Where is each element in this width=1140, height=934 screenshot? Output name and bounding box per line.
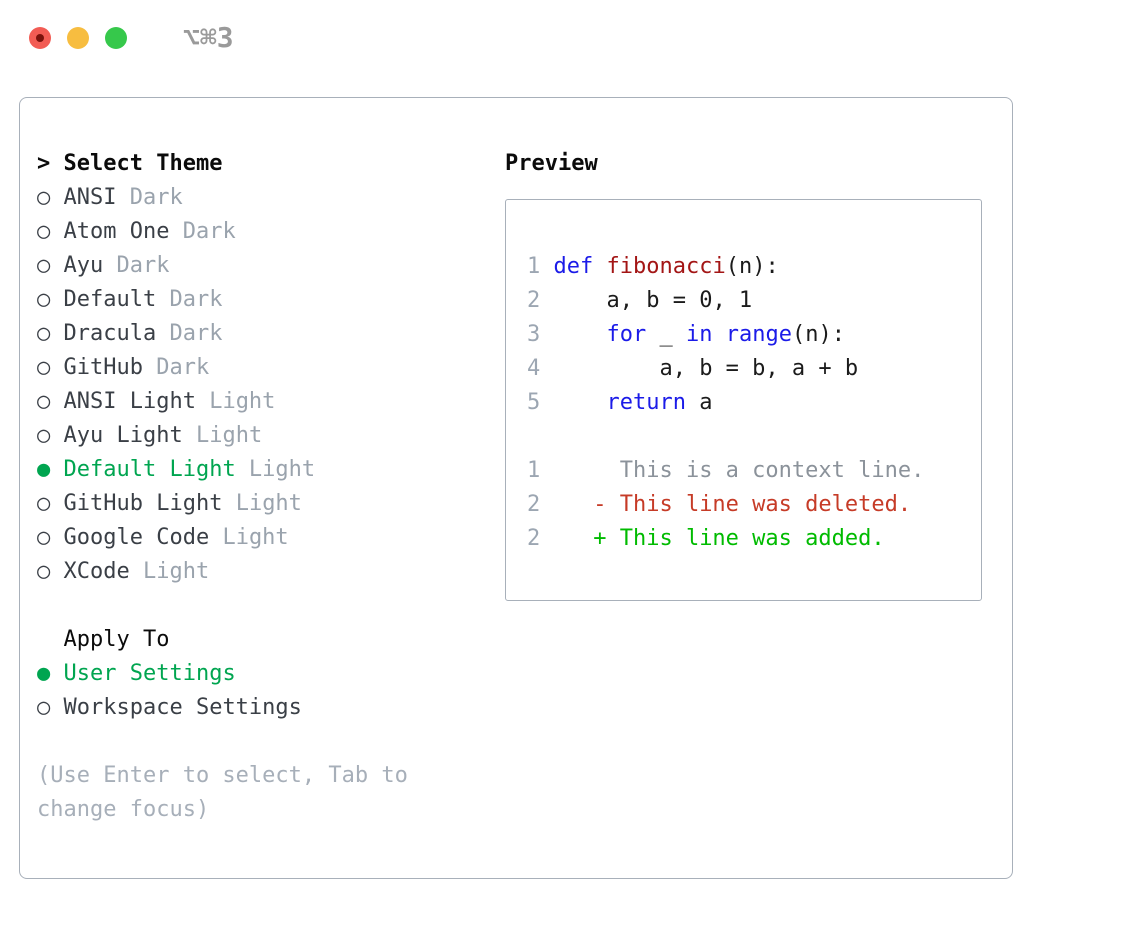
theme-item-ansi[interactable]: ○ ANSI Dark bbox=[37, 181, 441, 215]
preview-box: 1 def fibonacci(n): 2 a, b = 0, 1 3 for _ … bbox=[505, 199, 982, 601]
theme-item-label: Dracula bbox=[63, 321, 157, 346]
theme-item-label: Atom One bbox=[63, 219, 170, 244]
preview-header: Preview bbox=[505, 151, 598, 176]
apply-option-label: User Settings bbox=[63, 661, 236, 686]
theme-item-label: GitHub bbox=[63, 355, 143, 380]
radio-icon: ○ bbox=[37, 525, 64, 550]
theme-list: ○ ANSI Dark○ Atom One Dark○ Ayu Dark○ De… bbox=[37, 181, 441, 589]
help-text: (Use Enter to select, Tab to change focu… bbox=[37, 763, 408, 822]
radio-icon: ○ bbox=[37, 355, 64, 380]
theme-item-label: XCode bbox=[63, 559, 130, 584]
diff-line-context: 1 This is a context line. bbox=[527, 458, 925, 483]
theme-variant-tag: Dark bbox=[156, 321, 223, 346]
theme-variant-tag: Dark bbox=[169, 219, 236, 244]
radio-icon: ○ bbox=[37, 287, 64, 312]
apply-option-workspace-settings[interactable]: ○ Workspace Settings bbox=[37, 691, 441, 725]
theme-item-github[interactable]: ○ GitHub Dark bbox=[37, 351, 441, 385]
preview-column: Preview 1 def fibonacci(n): 2 a, b = 0, 1… bbox=[505, 147, 982, 601]
radio-icon: ○ bbox=[37, 321, 64, 346]
theme-item-label: Ayu Light bbox=[63, 423, 183, 448]
radio-icon: ○ bbox=[37, 185, 64, 210]
theme-variant-tag: Light bbox=[235, 457, 316, 482]
radio-icon: ○ bbox=[37, 253, 64, 278]
theme-item-label: Default bbox=[63, 287, 157, 312]
theme-item-github-light[interactable]: ○ GitHub Light Light bbox=[37, 487, 441, 521]
radio-icon: ○ bbox=[37, 389, 64, 414]
theme-item-atom-one[interactable]: ○ Atom One Dark bbox=[37, 215, 441, 249]
theme-item-google-code[interactable]: ○ Google Code Light bbox=[37, 521, 441, 555]
apply-to-header: Apply To bbox=[37, 627, 170, 652]
theme-variant-tag: Light bbox=[195, 389, 276, 414]
blank-line bbox=[527, 420, 981, 454]
theme-item-label: ANSI bbox=[63, 185, 117, 210]
radio-icon: ○ bbox=[37, 695, 64, 720]
select-theme-header: > Select Theme bbox=[37, 147, 441, 181]
theme-item-xcode[interactable]: ○ XCode Light bbox=[37, 555, 441, 589]
window-title-shortcut: ⌥⌘3 bbox=[183, 21, 234, 54]
theme-item-default[interactable]: ○ Default Dark bbox=[37, 283, 441, 317]
code-line: 4 a, b = b, a + b bbox=[527, 356, 859, 381]
theme-variant-tag: Light bbox=[129, 559, 210, 584]
apply-to-list: ● User Settings○ Workspace Settings bbox=[37, 657, 441, 725]
theme-variant-tag: Light bbox=[222, 491, 302, 516]
radio-icon: ○ bbox=[37, 423, 64, 448]
diff-line-deleted: 2 - This line was deleted. bbox=[527, 492, 912, 517]
radio-selected-icon: ● bbox=[37, 457, 64, 482]
apply-option-label: Workspace Settings bbox=[63, 695, 302, 720]
theme-item-label: ANSI Light bbox=[63, 389, 196, 414]
theme-item-default-light[interactable]: ● Default Light Light bbox=[37, 453, 441, 487]
radio-selected-icon: ● bbox=[37, 661, 64, 686]
theme-item-ayu[interactable]: ○ Ayu Dark bbox=[37, 249, 441, 283]
diff-line-added: 2 + This line was added. bbox=[527, 526, 885, 551]
zoom-button[interactable] bbox=[105, 27, 127, 49]
apply-option-user-settings[interactable]: ● User Settings bbox=[37, 657, 441, 691]
theme-variant-tag: Light bbox=[182, 423, 263, 448]
theme-variant-tag: Dark bbox=[103, 253, 170, 278]
code-line: 1 def fibonacci(n): bbox=[527, 254, 779, 279]
spacer bbox=[37, 589, 441, 623]
code-line: 3 for _ in range(n): bbox=[527, 322, 845, 347]
titlebar: ⌥⌘3 bbox=[29, 21, 234, 54]
theme-variant-tag: Dark bbox=[156, 287, 223, 312]
theme-item-dracula[interactable]: ○ Dracula Dark bbox=[37, 317, 441, 351]
code-line: 5 return a bbox=[527, 390, 713, 415]
selection-cursor-icon: > bbox=[37, 151, 64, 176]
theme-item-ansi-light[interactable]: ○ ANSI Light Light bbox=[37, 385, 441, 419]
theme-variant-tag: Dark bbox=[116, 185, 183, 210]
main-panel: > Select Theme ○ ANSI Dark○ Atom One Dar… bbox=[19, 97, 1013, 879]
theme-item-label: Ayu bbox=[63, 253, 104, 278]
theme-item-label: Default Light bbox=[63, 457, 236, 482]
minimize-button[interactable] bbox=[67, 27, 89, 49]
spacer bbox=[37, 725, 441, 759]
close-button[interactable] bbox=[29, 27, 51, 49]
code-line: 2 a, b = 0, 1 bbox=[527, 288, 753, 313]
select-theme-header-label: Select Theme bbox=[63, 151, 223, 176]
radio-icon: ○ bbox=[37, 219, 64, 244]
theme-selector-column: > Select Theme ○ ANSI Dark○ Atom One Dar… bbox=[37, 147, 441, 827]
theme-item-label: GitHub Light bbox=[63, 491, 223, 516]
radio-icon: ○ bbox=[37, 491, 64, 516]
radio-icon: ○ bbox=[37, 559, 64, 584]
theme-item-label: Google Code bbox=[63, 525, 210, 550]
theme-variant-tag: Light bbox=[209, 525, 289, 550]
theme-variant-tag: Dark bbox=[142, 355, 210, 380]
theme-item-ayu-light[interactable]: ○ Ayu Light Light bbox=[37, 419, 441, 453]
